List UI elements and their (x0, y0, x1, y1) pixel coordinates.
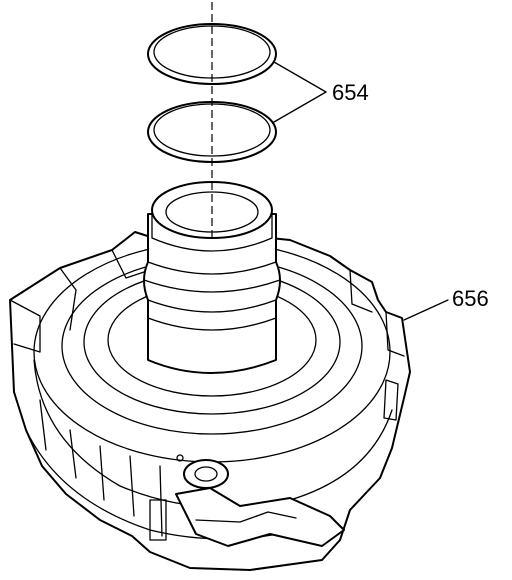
housing-port-hole (194, 466, 218, 482)
housing-tab-left-2 (59, 267, 77, 331)
callout-656: 656 (452, 286, 489, 311)
leader-654-lower (273, 91, 327, 123)
hub-collar (151, 213, 273, 252)
leader-656 (403, 299, 449, 321)
callout-654: 654 (332, 80, 369, 105)
hub-body (143, 213, 281, 374)
seal-ring-upper-outer (147, 23, 277, 85)
housing-rib-5 (159, 465, 163, 537)
hub-groove-3 (147, 299, 277, 313)
housing-slot-right (383, 379, 399, 421)
leader-654-upper (273, 61, 327, 93)
housing-tab-right (349, 269, 373, 313)
hub-groove-1 (147, 261, 277, 275)
hub-groove-4 (147, 317, 277, 331)
leader-lines (273, 61, 449, 321)
housing-rib-3 (99, 445, 105, 501)
housing-front-bracket (175, 487, 345, 547)
housing-rib-1 (39, 399, 47, 451)
housing-tab-back (111, 249, 151, 279)
housing-rib-2 (69, 429, 77, 479)
hub-groove-2 (143, 279, 281, 293)
housing-tab-right-2 (385, 311, 405, 357)
housing-bracket-slot (149, 499, 167, 541)
housing-rib-4 (129, 455, 135, 517)
housing-bolt-hole (176, 454, 184, 462)
housing-front-bracket-detail (195, 511, 297, 523)
housing-port-boss (183, 459, 229, 489)
housing-tab-left (9, 299, 41, 353)
housing-assembly (9, 231, 411, 571)
